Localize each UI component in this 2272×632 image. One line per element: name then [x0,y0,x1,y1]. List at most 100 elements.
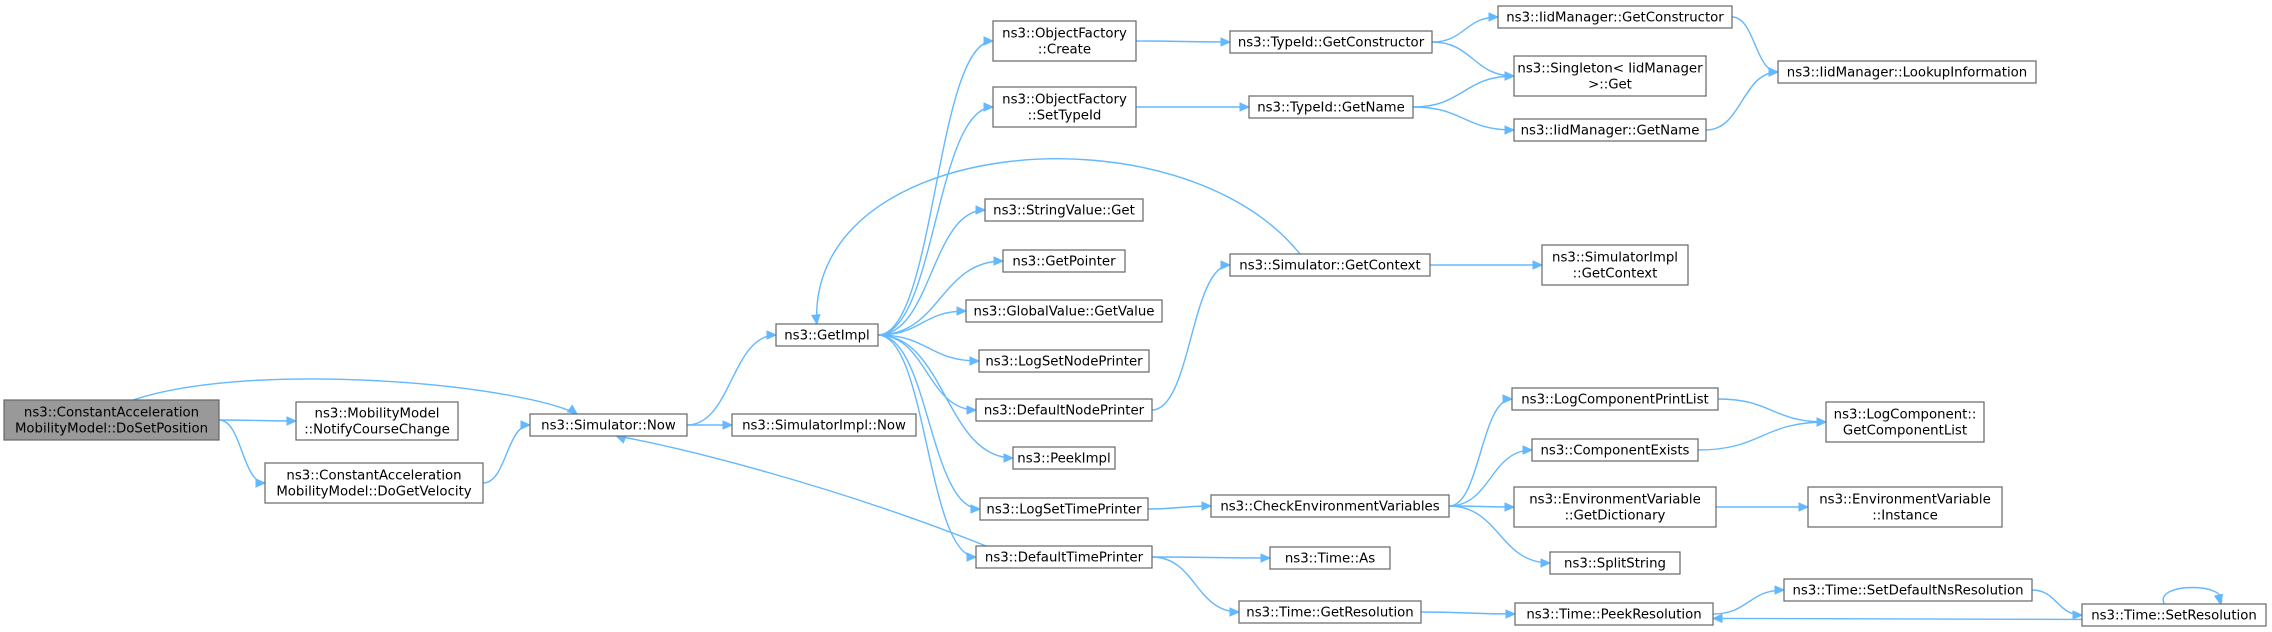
edge-timegetres-to-timepeekres [1420,609,1517,619]
node-gvget[interactable]: ns3::GlobalValue::GetValue [965,299,1163,323]
arrowhead [1201,501,1213,511]
edge-getimpl-to-peekimpl [877,334,1015,463]
node-ofsettype[interactable]: ns3::ObjectFactory::SetTypeId [992,86,1137,128]
node-timesetdef[interactable]: ns3::Time::SetDefaultNsResolution [1783,578,2033,602]
node-tidgetctor[interactable]: ns3::TypeId::GetConstructor [1229,30,1433,54]
edge-deftime-to-timegetres [1151,556,1241,617]
arrowhead [1260,553,1272,563]
node-timeas[interactable]: ns3::Time::As [1269,546,1391,570]
arrowhead [722,420,734,430]
node-iidgetctor[interactable]: ns3::IidManager::GetConstructor [1497,5,1733,29]
arrowhead [969,356,981,366]
node-simnow[interactable]: ns3::Simulator::Now [529,413,688,437]
node-box [1497,5,1733,29]
edge-getimpl-to-strget [877,205,987,336]
node-label: ns3::Simulator::Now [541,419,676,434]
node-box [1511,387,1719,411]
node-label: ns3::LogSetNodePrinter [985,355,1143,370]
node-checkenv[interactable]: ns3::CheckEnvironmentVariables [1210,494,1450,518]
node-label: ns3::Time::SetDefaultNsResolution [1792,584,2023,599]
arrowhead [993,256,1005,266]
node-box [731,413,917,437]
node-envgetdict[interactable]: ns3::EnvironmentVariable::GetDictionary [1513,486,1717,528]
arrowhead [2213,593,2224,606]
node-box [975,545,1153,569]
node-notify[interactable]: ns3::MobilityModel::NotifyCourseChange [295,401,459,441]
arrowhead [1003,453,1015,463]
node-label: GetComponentList [1843,424,1967,439]
node-splitstr[interactable]: ns3::SplitString [1549,551,1681,575]
node-label: ns3::Simulator::GetContext [1239,259,1420,274]
node-label: ns3::EnvironmentVariable [1819,493,1991,508]
edge-logsettime-to-checkenv [1147,501,1213,511]
node-implgetctx[interactable]: ns3::SimulatorImpl::GetContext [1541,244,1689,286]
node-simgetctx[interactable]: ns3::Simulator::GetContext [1229,253,1431,277]
node-label: ns3::PeekImpl [1017,452,1110,467]
node-label: MobilityModel::DoSetPosition [15,422,208,437]
node-box [975,398,1153,422]
node-iidlookup[interactable]: ns3::IidManager::LookupInformation [1777,60,2037,84]
edge-getimpl-to-logsetnode [877,334,981,366]
node-deftime[interactable]: ns3::DefaultTimePrinter [975,545,1153,569]
node-box [1783,578,2033,602]
node-label: ns3::SplitString [1564,557,1666,572]
arrowhead [1220,260,1232,270]
node-getimpl[interactable]: ns3::GetImpl [775,323,879,347]
node-logcompget[interactable]: ns3::LogComponent::GetComponentList [1825,401,1985,443]
node-defnode[interactable]: ns3::DefaultNodePrinter [975,398,1153,422]
edge-root-to-notify [218,416,298,426]
node-label: ns3::StringValue::Get [993,204,1135,219]
node-timegetres[interactable]: ns3::Time::GetResolution [1238,600,1422,624]
arrowhead [1504,502,1516,512]
node-getptr[interactable]: ns3::GetPointer [1002,249,1126,273]
edge-iidgetname-to-iidlookup [1705,67,1780,131]
node-timesetres[interactable]: ns3::Time::SetResolution [2081,603,2267,627]
node-envinst[interactable]: ns3::EnvironmentVariable::Instance [1807,486,2003,528]
arrowhead [1504,125,1516,135]
node-label: ns3::ConstantAcceleration [286,469,461,484]
node-label: ns3::DefaultTimePrinter [985,551,1144,566]
node-label: ns3::Time::SetResolution [2091,609,2257,624]
arrowhead [286,416,298,426]
node-box [264,462,484,504]
arrowhead [2072,610,2084,620]
node-box [1531,438,1699,462]
node-label: ns3::DefaultNodePrinter [984,404,1145,419]
edge-getvel-to-simnow [482,420,532,484]
node-peekimpl[interactable]: ns3::PeekImpl [1012,446,1116,470]
edge-ofsettype-to-tidgetname [1136,102,1251,112]
edge-ofcreate-to-tidgetctor [1135,37,1232,47]
edge-getimpl-to-ofcreate [877,36,995,336]
arrowhead [970,504,982,514]
node-singleton[interactable]: ns3::Singleton< IidManager>::Get [1513,55,1707,97]
node-ofcreate[interactable]: ns3::ObjectFactory::Create [992,20,1137,62]
node-box [1513,118,1707,142]
node-compexists[interactable]: ns3::ComponentExists [1531,438,1699,462]
node-label: ::Create [1038,43,1091,58]
node-logsetnode[interactable]: ns3::LogSetNodePrinter [978,349,1150,373]
node-getvel[interactable]: ns3::ConstantAccelerationMobilityModel::… [264,462,484,504]
arrowhead [1229,607,1241,617]
node-label: ns3::GetPointer [1012,255,1116,270]
arrowhead [811,314,821,326]
node-label: ns3::ComponentExists [1540,444,1689,459]
node-root[interactable]: ns3::ConstantAccelerationMobilityModel::… [3,399,220,441]
node-timepeekres[interactable]: ns3::Time::PeekResolution [1514,602,1714,626]
node-label: ::GetDictionary [1565,509,1666,524]
node-implnow[interactable]: ns3::SimulatorImpl::Now [731,413,917,437]
arrowhead [255,478,267,488]
arrowhead [1522,445,1534,455]
node-iidgetname[interactable]: ns3::IidManager::GetName [1513,118,1707,142]
node-box [1238,600,1422,624]
arrowhead [1505,609,1517,619]
node-box [1513,486,1717,528]
node-strget[interactable]: ns3::StringValue::Get [984,198,1144,222]
node-logsettime[interactable]: ns3::LogSetTimePrinter [979,497,1149,521]
edge-tidgetname-to-iidgetname [1412,106,1516,135]
edge-compexists-to-logcompget [1697,417,1828,451]
node-label: ns3::Singleton< IidManager [1517,62,1703,77]
node-logcompprint[interactable]: ns3::LogComponentPrintList [1511,387,1719,411]
arrowhead [1540,558,1552,568]
node-tidgetname[interactable]: ns3::TypeId::GetName [1248,95,1414,119]
